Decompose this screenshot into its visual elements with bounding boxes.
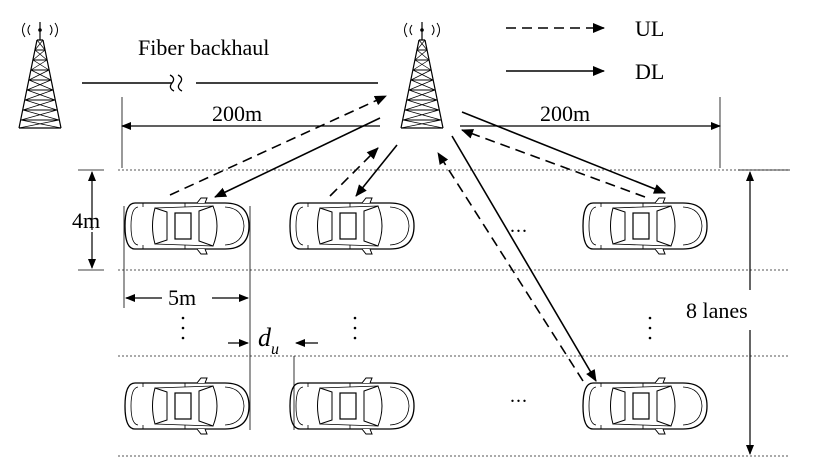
fiber-backhaul-line (82, 74, 378, 92)
downlink-arrows (214, 111, 666, 382)
car-icon (124, 197, 250, 255)
uplink-arrows (169, 95, 646, 382)
car-length-label: 5m (168, 285, 196, 310)
road-lane-lines (118, 169, 790, 457)
cell-tower-icon (18, 21, 62, 129)
lane-width-label: 4m (72, 208, 100, 233)
row1-ellipsis: ... (510, 215, 528, 237)
vertical-ellipsis (181, 316, 652, 340)
distance-right-label: 200m (540, 101, 590, 126)
car-icon (582, 377, 708, 435)
lanes-label: 8 lanes (686, 298, 748, 323)
car-icon (289, 197, 415, 255)
distance-left-label: 200m (212, 101, 262, 126)
row2-ellipsis: ... (510, 385, 528, 407)
cell-tower-icon (400, 21, 444, 129)
dl-legend-label: DL (635, 59, 664, 84)
fiber-backhaul-label: Fiber backhaul (138, 35, 269, 60)
car-icon (124, 377, 250, 435)
car-icon (582, 197, 708, 255)
distance-du-label: du (258, 323, 279, 358)
car-icon (289, 377, 415, 435)
ul-legend-label: UL (635, 16, 664, 41)
